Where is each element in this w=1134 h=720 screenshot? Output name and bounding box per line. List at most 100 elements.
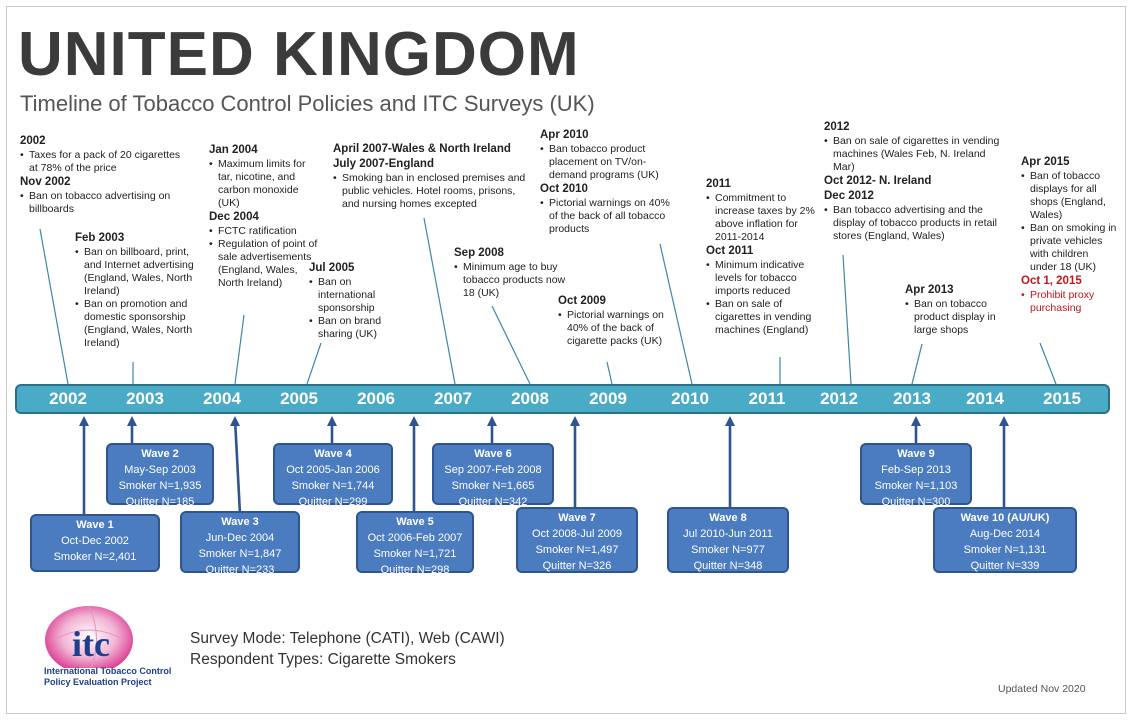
year-label: 2003 bbox=[126, 389, 164, 408]
wave-sample: Smoker N=1,744 bbox=[291, 480, 375, 492]
policy-item: Ban tobacco product placement on TV/on-d… bbox=[540, 143, 680, 182]
policy-item: Ban on brand sharing (UK) bbox=[309, 315, 409, 341]
policy-block: Apr 2015 Ban of tobacco displays for all… bbox=[1021, 155, 1117, 315]
policy-block: Oct 2009 Pictorial warnings on 40% of th… bbox=[558, 294, 678, 348]
policy-date: April 2007-Wales & North Ireland bbox=[333, 143, 511, 155]
year-label: 2002 bbox=[49, 389, 87, 408]
policy-block: 2011 Commitment to increase taxes by 2% … bbox=[706, 177, 820, 337]
policy-item: Pictorial warnings on 40% of the back of… bbox=[540, 197, 680, 236]
wave-sample: Quitter N=233 bbox=[205, 564, 275, 576]
policy-block: Jan 2004 Maximum limits for tar, nicotin… bbox=[209, 143, 321, 290]
policy-item: Prohibit proxy purchasing bbox=[1021, 289, 1117, 315]
page-frame bbox=[6, 6, 1126, 714]
policy-item: Maximum limits for tar, nicotine, and ca… bbox=[209, 158, 321, 210]
policy-item: Regulation of point of sale advertisemen… bbox=[209, 238, 321, 290]
policy-date: Oct 2012- N. Ireland bbox=[824, 175, 932, 187]
logo-globe bbox=[45, 606, 133, 668]
wave-title: Wave 1 bbox=[76, 519, 114, 531]
wave-sample: Smoker N=1,935 bbox=[118, 480, 202, 492]
wave-sample: Quitter N=298 bbox=[380, 564, 450, 576]
policy-block: Feb 2003 Ban on billboard, print, and In… bbox=[75, 231, 203, 350]
year-label: 2015 bbox=[1043, 389, 1081, 408]
year-label: 2007 bbox=[434, 389, 472, 408]
itc-logo: itc bbox=[45, 605, 133, 668]
wave-box: Wave 5 Oct 2006-Feb 2007 Smoker N=1,721 … bbox=[356, 511, 474, 576]
wave-box: Wave 2 May-Sep 2003 Smoker N=1,935 Quitt… bbox=[106, 443, 214, 508]
wave-title: Wave 10 (AU/UK) bbox=[960, 512, 1050, 524]
policy-block: 2002 Taxes for a pack of 20 cigarettes a… bbox=[20, 134, 188, 216]
policy-item: Ban of tobacco displays for all shops (E… bbox=[1021, 170, 1117, 222]
wave-dates: Aug-Dec 2014 bbox=[969, 528, 1041, 540]
survey-info: Survey Mode: Telephone (CATI), Web (CAWI… bbox=[190, 628, 505, 670]
policy-date: Oct 1, 2015 bbox=[1021, 275, 1082, 287]
respondent-types: Respondent Types: Cigarette Smokers bbox=[190, 651, 456, 668]
policy-date: Oct 2011 bbox=[706, 245, 754, 257]
wave-sample: Quitter N=339 bbox=[970, 560, 1040, 572]
policy-date: Nov 2002 bbox=[20, 176, 71, 188]
policy-block: Apr 2013 Ban on tobacco product display … bbox=[905, 283, 1005, 337]
wave-box: Wave 1 Oct-Dec 2002 Smoker N=2,401 bbox=[30, 514, 160, 572]
policy-item: Taxes for a pack of 20 cigarettes at 78%… bbox=[20, 149, 188, 175]
wave-sample: Smoker N=2,401 bbox=[53, 551, 137, 563]
wave-dates: Jul 2010-Jun 2011 bbox=[683, 528, 773, 540]
wave-box: Wave 7 Oct 2008-Jul 2009 Smoker N=1,497 … bbox=[516, 507, 638, 573]
wave-dates: Feb-Sep 2013 bbox=[881, 464, 951, 476]
wave-title: Wave 4 bbox=[314, 448, 352, 460]
policy-block: Jul 2005 Ban on international sponsorshi… bbox=[309, 261, 409, 341]
policy-item: Ban on promotion and domestic sponsorshi… bbox=[75, 298, 203, 350]
page-subtitle: Timeline of Tobacco Control Policies and… bbox=[20, 91, 595, 116]
policy-date: Dec 2012 bbox=[824, 190, 874, 202]
logo-caption-line: International Tobacco Control bbox=[44, 666, 172, 676]
policy-item: Ban on sale of cigarettes in vending mac… bbox=[706, 298, 820, 337]
wave-title: Wave 9 bbox=[897, 448, 935, 460]
wave-sample: Quitter N=348 bbox=[693, 560, 763, 572]
wave-title: Wave 3 bbox=[221, 516, 259, 528]
policy-item: Commitment to increase taxes by 2% above… bbox=[706, 192, 820, 244]
page-title: UNITED KINGDOM bbox=[18, 20, 580, 89]
wave-sample: Quitter N=300 bbox=[881, 496, 951, 508]
wave-sample: Smoker N=1,103 bbox=[874, 480, 958, 492]
policy-item: Ban on tobacco product display in large … bbox=[905, 298, 1005, 337]
policy-date: Jan 2004 bbox=[209, 144, 258, 156]
wave-box: Wave 8 Jul 2010-Jun 2011 Smoker N=977 Qu… bbox=[667, 507, 789, 573]
wave-title: Wave 7 bbox=[558, 512, 596, 524]
policy-item: Minimum indicative levels for tobacco im… bbox=[706, 259, 820, 298]
policy-item: Ban on billboard, print, and Internet ad… bbox=[75, 246, 203, 298]
logo-caption: International Tobacco Control Policy Eva… bbox=[44, 666, 171, 688]
wave-dates: May-Sep 2003 bbox=[124, 464, 196, 476]
policy-date: Oct 2010 bbox=[540, 183, 588, 195]
wave-sample: Smoker N=1,847 bbox=[198, 548, 282, 560]
wave-dates: Oct 2008-Jul 2009 bbox=[532, 528, 622, 540]
year-label: 2012 bbox=[820, 389, 858, 408]
wave-box: Wave 3 Jun-Dec 2004 Smoker N=1,847 Quitt… bbox=[180, 511, 300, 576]
wave-sample: Smoker N=977 bbox=[691, 544, 765, 556]
policy-item: Pictorial warnings on 40% of the back of… bbox=[558, 309, 678, 348]
wave-dates: Oct-Dec 2002 bbox=[61, 535, 129, 547]
policy-date: Jul 2005 bbox=[309, 262, 355, 274]
wave-sample: Smoker N=1,665 bbox=[451, 480, 535, 492]
policy-date: Feb 2003 bbox=[75, 232, 125, 244]
policy-date: Dec 2004 bbox=[209, 211, 259, 223]
policy-date: Apr 2015 bbox=[1021, 156, 1070, 168]
wave-title: Wave 5 bbox=[396, 516, 434, 528]
wave-sample: Quitter N=299 bbox=[298, 496, 368, 508]
policy-date: Sep 2008 bbox=[454, 247, 504, 259]
wave-sample: Smoker N=1,497 bbox=[535, 544, 619, 556]
wave-box: Wave 6 Sep 2007-Feb 2008 Smoker N=1,665 … bbox=[432, 443, 554, 508]
wave-dates: Oct 2005-Jan 2006 bbox=[286, 464, 380, 476]
year-label: 2004 bbox=[203, 389, 241, 408]
policy-item: Ban tobacco advertising and the display … bbox=[824, 204, 1002, 243]
wave-sample: Quitter N=185 bbox=[125, 496, 195, 508]
policy-date: Oct 2009 bbox=[558, 295, 606, 307]
wave-sample: Smoker N=1,131 bbox=[963, 544, 1047, 556]
policy-item: Ban on smoking in private vehicles with … bbox=[1021, 222, 1117, 274]
year-label: 2011 bbox=[748, 389, 786, 408]
logo-caption-line: Policy Evaluation Project bbox=[44, 677, 152, 687]
policy-block: Sep 2008 Minimum age to buy tobacco prod… bbox=[454, 246, 572, 300]
updated-note: Updated Nov 2020 bbox=[998, 683, 1086, 695]
wave-box: Wave 9 Feb-Sep 2013 Smoker N=1,103 Quitt… bbox=[860, 443, 972, 508]
timeline-bar bbox=[15, 384, 1110, 414]
policy-item: Ban on sale of cigarettes in vending mac… bbox=[824, 135, 1002, 174]
policy-item: Ban on international sponsorship bbox=[309, 276, 409, 315]
policy-block: April 2007-Wales & North Ireland July 20… bbox=[333, 142, 533, 211]
